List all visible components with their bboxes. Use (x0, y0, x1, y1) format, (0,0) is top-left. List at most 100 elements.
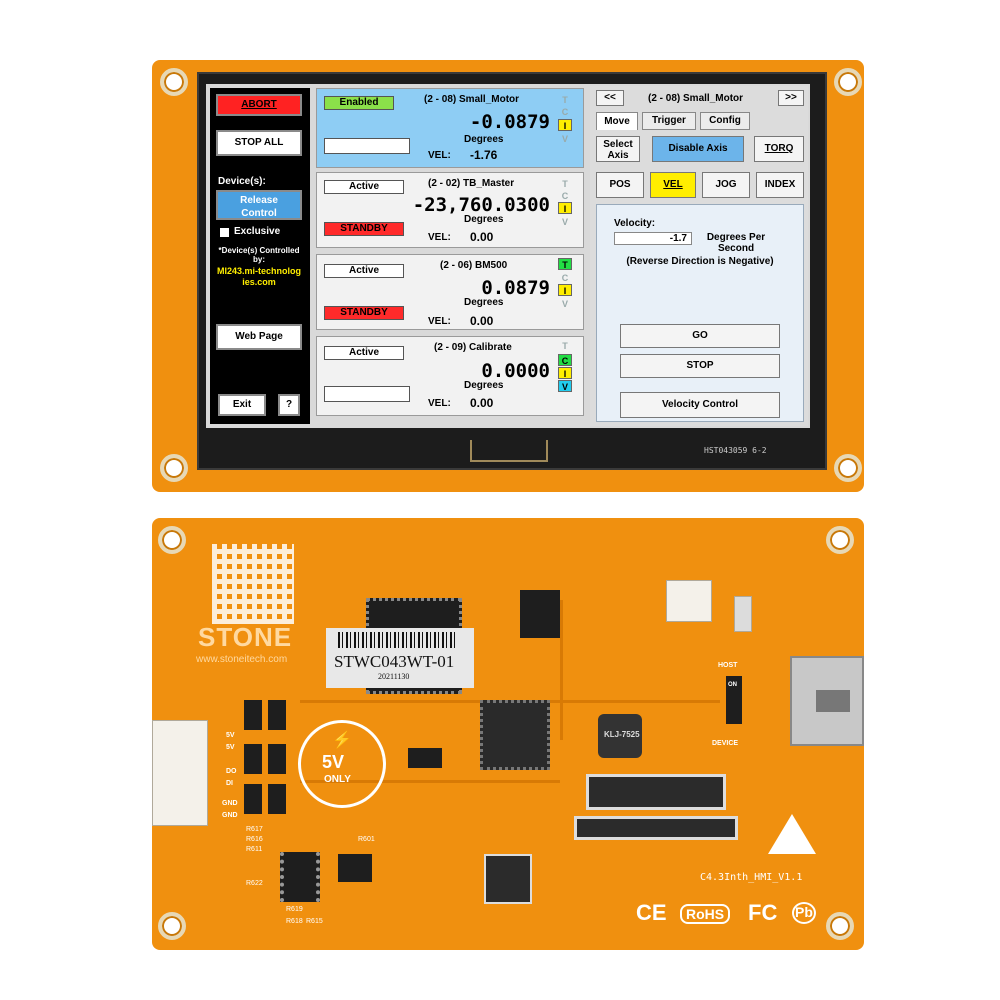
indicator-t: T (562, 341, 568, 351)
touch-screen: ABORT STOP ALL Device(s): Release Contro… (206, 84, 810, 428)
lightning-icon: ⚡ (332, 732, 352, 749)
diode (244, 744, 262, 774)
wire-connector (152, 720, 208, 826)
ce-mark: CE (636, 900, 667, 925)
indicator-c: C (561, 273, 569, 283)
mount-hole (158, 526, 186, 554)
next-axis-button[interactable]: >> (778, 90, 804, 106)
chip (338, 854, 372, 882)
diode (244, 784, 262, 814)
velocity-unit: Degrees Per Second (706, 232, 766, 254)
axis-title: (2 - 02) TB_Master (428, 178, 515, 189)
mode-jog-button[interactable]: JOG (702, 172, 750, 198)
mode-vel-button[interactable]: VEL (650, 172, 696, 198)
mount-hole (158, 912, 186, 940)
pb-free-mark: Pb (792, 902, 816, 924)
disable-axis-button[interactable]: Disable Axis (652, 136, 744, 162)
ref-designator: R615 (306, 918, 323, 925)
chip (408, 748, 442, 768)
chip (280, 852, 320, 902)
mount-hole (826, 912, 854, 940)
ref-designator: R616 (246, 836, 263, 843)
host-label: HOST (718, 662, 738, 669)
stop-button[interactable]: STOP (620, 354, 780, 378)
inductor-label: KLJ-7525 (604, 730, 640, 739)
ref-designator: R601 (358, 836, 375, 843)
axis-unit: Degrees (464, 214, 504, 225)
ref-designator: R617 (246, 826, 263, 833)
ref-designator: R611 (246, 846, 263, 853)
velocity-value: 0.00 (470, 396, 494, 410)
axis-card-small-motor[interactable] (316, 88, 584, 168)
indicator-i: I (558, 284, 572, 296)
pin-label: GND (222, 800, 238, 807)
voltage-note: ONLY (324, 774, 351, 785)
indicator-v: V (561, 134, 568, 144)
indicator-v: V (561, 299, 568, 309)
switch-on-label: ON (728, 682, 737, 688)
velocity-value: 0.00 (470, 230, 494, 244)
help-button[interactable]: ? (278, 394, 300, 416)
previous-axis-button[interactable]: << (596, 90, 624, 106)
header-connector (666, 580, 712, 622)
pin-label: 5V (226, 732, 235, 739)
exclusive-label: Exclusive (234, 226, 281, 237)
panel-axis-title: (2 - 08) Small_Motor (648, 93, 744, 104)
indicator-v: V (561, 217, 568, 227)
secondary-status[interactable] (324, 386, 410, 402)
velocity-label: Velocity: (614, 218, 656, 229)
indicator-c: C (561, 191, 569, 201)
axis-unit: Degrees (464, 380, 504, 391)
flex-cable (470, 440, 548, 462)
indicator-c: C (561, 107, 569, 117)
pin-label: 5V (226, 744, 235, 751)
tab-move[interactable]: Move (596, 112, 638, 130)
tab-config[interactable]: Config (700, 112, 750, 130)
tab-trigger[interactable]: Trigger (642, 112, 696, 130)
pcb-trace (560, 600, 563, 740)
mode-switch[interactable] (726, 676, 742, 724)
push-button[interactable] (734, 596, 752, 632)
mount-hole (160, 68, 188, 96)
indicator-t: T (558, 258, 572, 270)
controlled-by-label: *Device(s) Controlled by: (218, 246, 300, 264)
diode (268, 784, 286, 814)
indicator-i: I (558, 367, 572, 379)
standby-status[interactable]: STANDBY (324, 306, 404, 320)
web-page-button[interactable]: Web Page (216, 324, 302, 350)
axis-unit: Degrees (464, 134, 504, 145)
axis-position: -0.0879 (469, 111, 550, 133)
secondary-status[interactable] (324, 138, 410, 154)
velocity-label: VEL: (428, 316, 451, 327)
stop-all-button[interactable]: STOP ALL (216, 130, 302, 156)
mode-index-button[interactable]: INDEX (756, 172, 804, 198)
mount-hole (826, 526, 854, 554)
velocity-control-button[interactable]: Velocity Control (620, 392, 780, 418)
voltage-label: 5V (322, 752, 345, 772)
mount-hole (160, 454, 188, 482)
select-axis-button[interactable]: Select Axis (596, 136, 640, 162)
torq-button[interactable]: TORQ (754, 136, 804, 162)
mode-pos-button[interactable]: POS (596, 172, 644, 198)
axis-unit: Degrees (464, 297, 504, 308)
enabled-status[interactable]: Enabled (324, 96, 394, 110)
active-status[interactable]: Active (324, 346, 404, 360)
host-name: MI243.mi-technologies.com (216, 266, 301, 287)
active-status[interactable]: Active (324, 264, 404, 278)
exclusive-checkbox[interactable] (220, 228, 229, 237)
chip (480, 700, 550, 770)
velocity-input[interactable] (614, 232, 692, 245)
indicator-t: T (562, 95, 568, 105)
abort-button[interactable]: ABORT (216, 94, 302, 116)
velocity-value: -1.76 (470, 148, 498, 162)
axis-position: 0.0000 (481, 360, 550, 382)
date-code: 20211130 (378, 672, 410, 681)
release-control-button[interactable]: Release Control (216, 190, 302, 220)
ref-designator: R618 (286, 918, 303, 925)
standby-status[interactable]: STANDBY (324, 222, 404, 236)
active-status[interactable]: Active (324, 180, 404, 194)
indicator-i: I (558, 202, 572, 214)
go-button[interactable]: GO (620, 324, 780, 348)
reverse-direction-note: (Reverse Direction is Negative) (626, 256, 774, 267)
exit-button[interactable]: Exit (218, 394, 266, 416)
